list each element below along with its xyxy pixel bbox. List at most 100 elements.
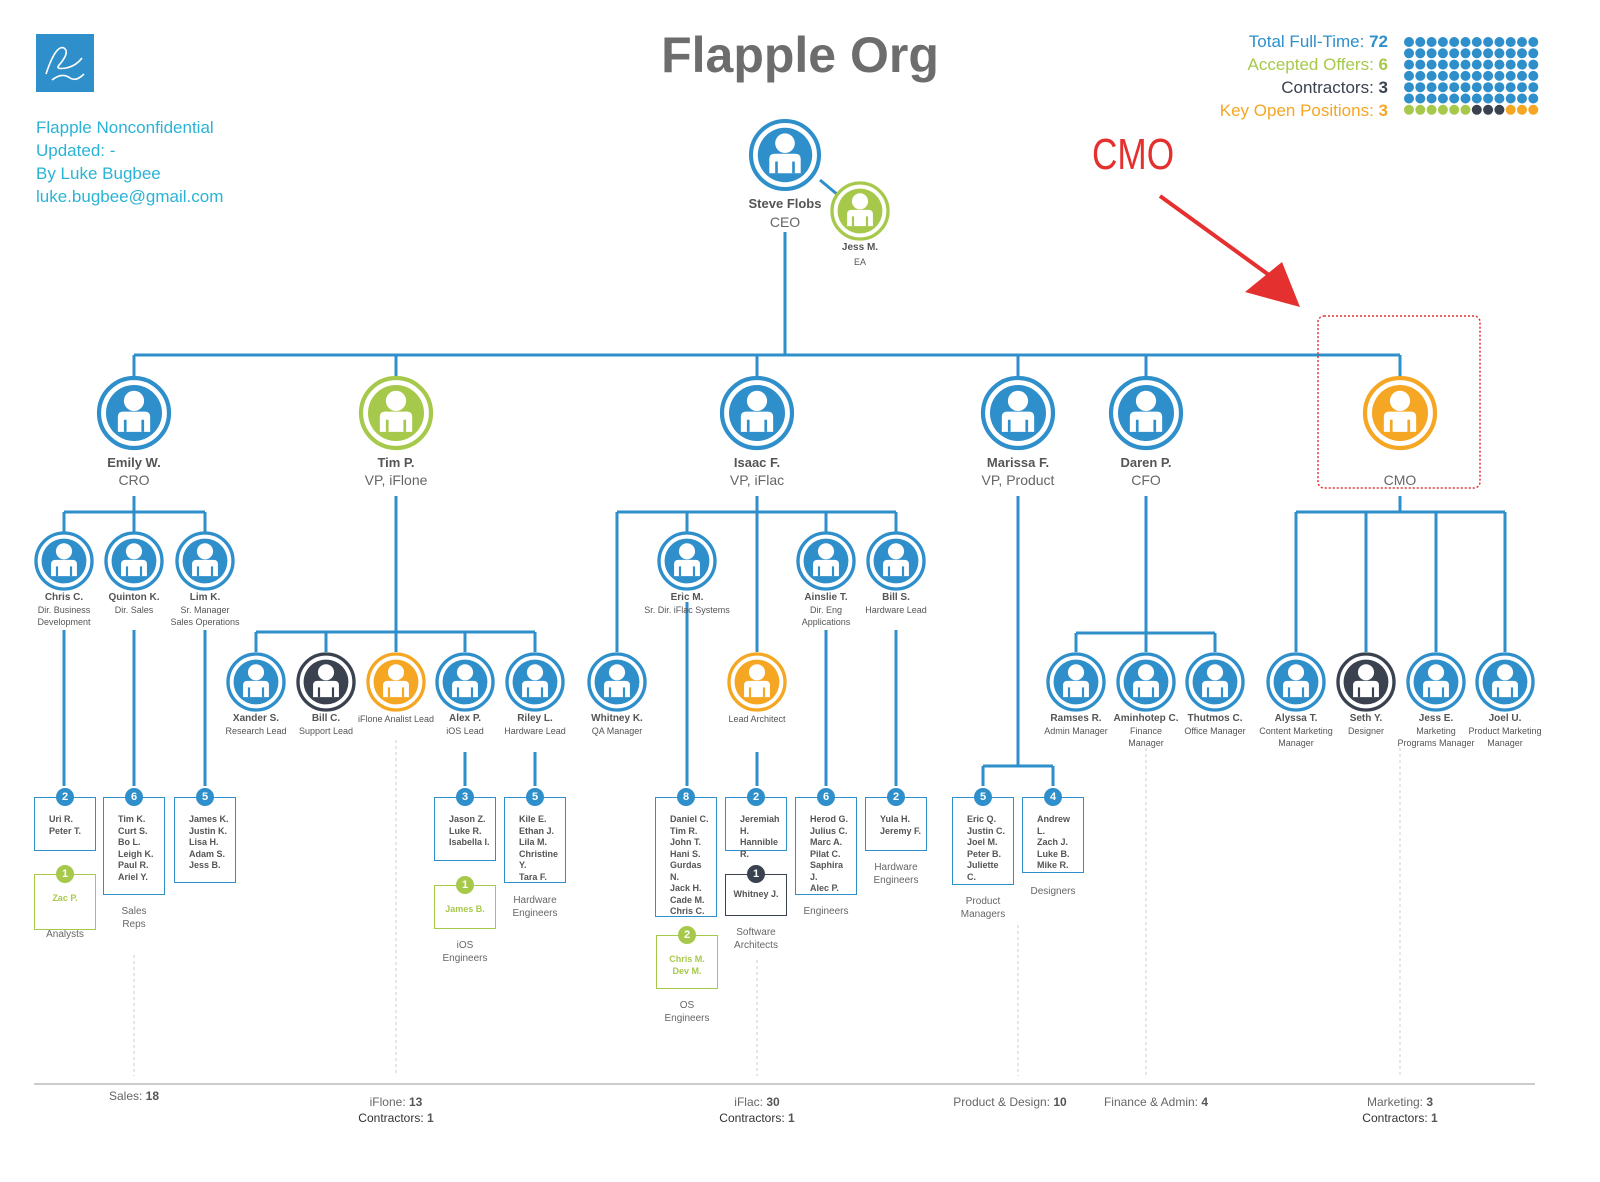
headcount-dot: [1471, 70, 1482, 81]
headcount-dot: [1415, 104, 1426, 115]
stat-line: Accepted Offers: 6: [1248, 55, 1389, 75]
stat-value: 72: [1369, 32, 1388, 51]
lead-avatar: [727, 652, 787, 712]
team-label: Engineers: [442, 953, 488, 964]
team-box: Andrew L.Zach J.Luke B.Mike R.: [1022, 797, 1084, 873]
headcount-dot: [1483, 93, 1494, 104]
headcount-dot: [1426, 104, 1437, 115]
ea-name: Jess M.: [841, 242, 879, 253]
lead-role: Programs Manager: [1397, 738, 1475, 748]
connector-lines: [62, 178, 1507, 786]
headcount-dot: [1505, 93, 1516, 104]
headcount-dot: [1449, 48, 1460, 59]
team-member: Gurdas N.: [670, 860, 702, 882]
team-member: Uri R.: [49, 814, 74, 824]
team-member: Isabella I.: [449, 837, 490, 847]
manager-role: Sr. Dir. iFlac Systems: [644, 605, 730, 615]
headcount-dot: [1437, 93, 1448, 104]
lead-role: iFlone Analist Lead: [357, 714, 435, 724]
lead-avatar: [1046, 652, 1106, 712]
lead-role: Manager: [1487, 738, 1523, 748]
exec-avatar: [980, 375, 1056, 451]
manager-role: Sales Operations: [170, 617, 240, 627]
headcount-dot: [1437, 59, 1448, 70]
team-count-badge: 1: [747, 865, 765, 883]
lead-name: Thutmos C.: [1187, 713, 1243, 724]
exec-avatar: [719, 375, 795, 451]
exec-name: Marissa F.: [986, 455, 1050, 470]
lead-avatar: [435, 652, 495, 712]
lead-name: Alex P.: [448, 713, 482, 724]
team-member: Adam S.: [189, 848, 226, 859]
headcount-dot: [1460, 59, 1471, 70]
team-member: Joel M.: [967, 837, 998, 847]
headcount-dot: [1426, 59, 1437, 70]
team-count-badge: 5: [526, 788, 544, 806]
team-member: Hannible R.: [740, 837, 779, 859]
headcount-dot: [1471, 48, 1482, 59]
headcount-dot-grid: [1404, 37, 1539, 115]
info-line-4: luke.bugbee@gmail.com: [36, 187, 224, 206]
info-line-2: Updated: -: [36, 141, 116, 160]
team-member: Saphira J.: [810, 860, 844, 882]
lead-avatar: [1266, 652, 1326, 712]
headcount-dot: [1483, 37, 1494, 47]
headcount-dot: [1437, 104, 1448, 115]
stat-line: Contractors: 3: [1281, 78, 1388, 98]
department-summary: Finance & Admin: 4: [1104, 1094, 1208, 1110]
headcount-dot: [1483, 48, 1494, 59]
team-label: Software: [736, 927, 776, 938]
cmo-annotation: CMO: [1092, 130, 1175, 179]
department-count: 18: [145, 1089, 160, 1103]
headcount-dot: [1426, 37, 1437, 47]
headcount-dot: [1494, 48, 1505, 59]
lead-role: Lead Architect: [728, 714, 786, 724]
headcount-dot: [1449, 93, 1460, 104]
contractors-label: Contractors:: [1362, 1111, 1432, 1125]
headcount-dot: [1404, 70, 1414, 81]
team-member: Juliette C.: [967, 860, 999, 882]
manager-role: Development: [37, 617, 91, 627]
manager-name: Bill S.: [882, 592, 910, 603]
stat-label: Key Open Positions:: [1219, 101, 1379, 120]
lead-role: Support Lead: [298, 726, 354, 736]
exec-avatar: [96, 375, 172, 451]
lead-name: Seth Y.: [1349, 713, 1383, 724]
headcount-dot: [1528, 37, 1539, 47]
headcount-dot: [1415, 48, 1426, 59]
department-name: Marketing:: [1366, 1095, 1427, 1109]
team-label: OS: [679, 1000, 695, 1011]
team-member: Hani S.: [670, 848, 701, 859]
team-member: Dev M.: [672, 965, 702, 976]
manager-role: Dir. Eng: [809, 605, 843, 615]
manager-name: Ainslie T.: [804, 592, 848, 603]
page-title: Flapple Org: [661, 27, 939, 83]
team-member: Chris M.: [669, 954, 705, 964]
team-label: Designers: [1030, 886, 1076, 897]
lead-role: Finance: [1129, 726, 1163, 736]
manager-name: Chris C.: [44, 592, 84, 603]
department-summary: Product & Design: 10: [953, 1094, 1066, 1110]
exec-role: CMO: [1383, 472, 1417, 488]
exec-name: Emily W.: [107, 455, 161, 470]
company-logo: [36, 34, 94, 92]
team-box: Kile E.Ethan J.Lila M.Christine Y.Tara F…: [504, 797, 566, 883]
team-count-badge: 1: [56, 865, 74, 883]
team-count-badge: 1: [456, 876, 474, 894]
signature-logo-icon: [45, 46, 85, 81]
lead-role: Manager: [1128, 738, 1164, 748]
team-count-badge: 4: [1044, 788, 1062, 806]
headcount-dot: [1494, 70, 1505, 81]
exec-avatar: [1108, 375, 1184, 451]
lead-name: Riley L.: [517, 713, 553, 724]
department-name: Finance & Admin:: [1103, 1095, 1202, 1109]
department-count: 3: [1426, 1095, 1434, 1109]
manager-name: Lim K.: [189, 592, 221, 603]
headcount-dot: [1494, 104, 1505, 115]
stat-label: Contractors:: [1281, 78, 1379, 97]
department-count: 30: [766, 1095, 780, 1109]
team-member: Justin C.: [967, 825, 1006, 836]
headcount-dot: [1404, 37, 1414, 47]
team-count-badge: 2: [56, 788, 74, 806]
